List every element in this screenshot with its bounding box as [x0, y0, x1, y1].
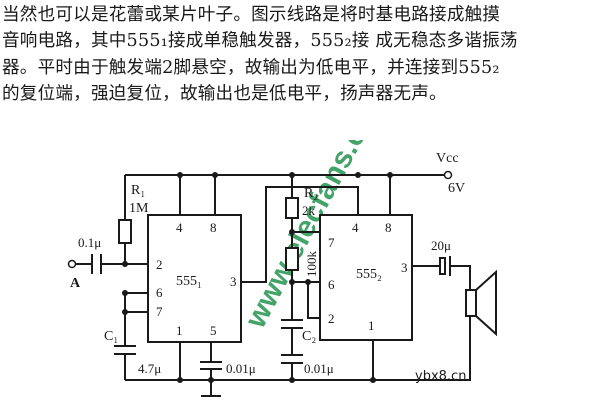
r3-resistor — [285, 247, 299, 271]
ic2-pin-2: 2 — [328, 311, 335, 326]
ic1-pin6-junction — [122, 290, 128, 296]
output-capacitor-plus — [439, 257, 446, 275]
ic2-pin-7: 7 — [328, 235, 335, 250]
input-junction — [122, 261, 128, 267]
r2-label: R₂ — [304, 186, 318, 201]
ic1-pin-3: 3 — [230, 274, 237, 289]
ic2-pin-6: 6 — [328, 277, 335, 292]
ground-symbol — [201, 380, 221, 397]
c1-value: 4.7μ — [138, 361, 161, 376]
ic1-pin-8: 8 — [210, 220, 217, 235]
c1-capacitor — [114, 345, 136, 355]
input-label: A — [70, 276, 81, 291]
output-cap-value: 20μ — [431, 238, 451, 253]
vcc-value: 6V — [448, 181, 465, 196]
r1-label: R₁ — [131, 183, 145, 198]
ic1-pin-7: 7 — [156, 304, 163, 319]
ground-bus — [125, 370, 471, 381]
ic1-pin-4: 4 — [176, 220, 183, 235]
ic1-pin-1: 1 — [176, 323, 183, 338]
speaker-cone — [475, 269, 497, 337]
ic2-name: 555₂ — [356, 267, 382, 282]
ic1-ctrl-capacitor — [200, 361, 222, 370]
r1-value: 1M — [129, 201, 149, 216]
c2-capacitor — [281, 319, 303, 329]
pin6-2-junction — [305, 279, 311, 285]
source-watermark: ybx8.cn — [415, 369, 466, 384]
ic2-pin-3: 3 — [401, 260, 408, 275]
c2-value: 0.01μ — [304, 361, 334, 376]
r2-resistor — [285, 197, 299, 219]
paragraph-line-3: 器。平时由于触发端2脚悬空，故输出为低电平，并连接到555₂ — [2, 57, 500, 78]
ground-junction-3 — [289, 377, 295, 383]
ic1-pin-5: 5 — [210, 323, 217, 338]
input-terminal-a — [67, 259, 77, 269]
speaker-icon — [465, 289, 477, 317]
rail-junction-4 — [355, 172, 361, 178]
paragraph-line-2: 音响电路，其中555₁接成单稳触发器，555₂接 成无稳态多谐振荡 — [2, 31, 518, 52]
input-capacitor — [91, 254, 102, 274]
ic1-output-wire — [241, 186, 359, 283]
paragraph-line-4: 的复位端，强迫复位，故输出也是低电平，扬声器无声。 — [2, 84, 447, 105]
ic1-pin7-junction — [122, 309, 128, 315]
paragraph-line-1: 当然也可以是花蕾或某片叶子。图示线路是将时基电路接成触摸 — [2, 5, 501, 25]
r1-resistor — [118, 219, 132, 244]
c2-ground-wire — [281, 328, 303, 380]
ic2-pin-1: 1 — [368, 318, 375, 333]
ic2-555 — [319, 214, 413, 341]
input-cap-value: 0.1μ — [78, 235, 101, 250]
c2-label: C₂ — [302, 329, 316, 344]
ic2-pin-8: 8 — [385, 220, 392, 235]
ic1-ctrl-cap-value: 0.01μ — [226, 361, 256, 376]
vcc-label: Vcc — [436, 151, 459, 166]
ic1-pin-2: 2 — [156, 257, 163, 272]
ground-junction-4 — [370, 377, 376, 383]
ic2-output-wire — [412, 265, 471, 290]
ic2-pin-4: 4 — [352, 220, 359, 235]
ic1-pin-6: 6 — [156, 285, 163, 300]
touch-sound-circuit-diagram: www.elecfans.com Vcc 6V R₁ 1M A 0.1μ 555… — [67, 140, 497, 397]
ic1-555 — [147, 214, 242, 343]
vcc-terminal — [443, 170, 453, 180]
description-paragraph: 当然也可以是花蕾或某片叶子。图示线路是将时基电路接成触摸 音响电路，其中555₁… — [2, 2, 591, 108]
ic1-pin6-7-wire — [124, 292, 148, 346]
c1-label: C₁ — [104, 329, 118, 344]
r3-value: 100k — [304, 251, 319, 278]
ic2-pin2-wire — [291, 282, 320, 320]
ground-junction-1 — [177, 377, 183, 383]
r2-value: 2k — [302, 203, 316, 218]
ic1-name: 555₁ — [176, 274, 202, 289]
